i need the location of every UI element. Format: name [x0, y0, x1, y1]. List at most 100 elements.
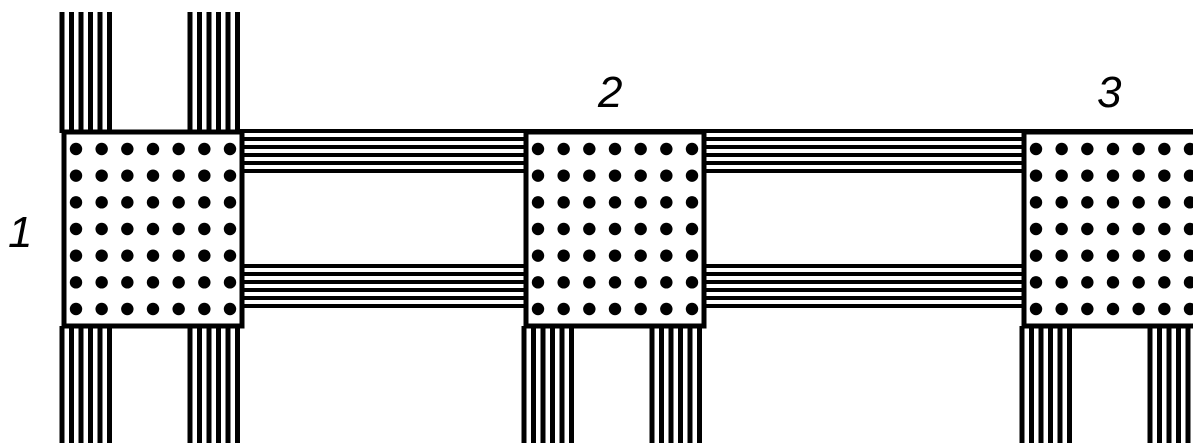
block-1 [61, 129, 245, 329]
block-2-dot [583, 302, 596, 316]
block-layer [61, 129, 1193, 329]
block-3-dot [1106, 276, 1120, 289]
block-2-dot [685, 169, 699, 182]
block-3-dot [1106, 142, 1120, 156]
block-3-dot [1029, 196, 1043, 209]
block-2-dot [531, 196, 545, 209]
block-3-dot [1029, 169, 1043, 182]
block-3-dot [1081, 169, 1094, 182]
block-3 [1021, 129, 1193, 329]
block-3-dot [1158, 222, 1171, 236]
block-2-dot [583, 222, 596, 236]
block-2-dot [634, 222, 647, 236]
block-1-dot [146, 276, 160, 289]
block-2-dot [660, 169, 673, 182]
block-2-dot [634, 196, 647, 209]
block-3-dot [1132, 222, 1145, 236]
block-3-dot [1158, 196, 1171, 209]
block-2-dot [608, 169, 622, 182]
block-1-dot [121, 196, 134, 209]
block-1-dot [172, 169, 185, 182]
label-1: 1 [8, 208, 32, 257]
block-1-dot [121, 302, 134, 316]
block-2-dot [685, 276, 699, 289]
block-2-dot [634, 249, 647, 262]
block-2-dot [531, 276, 545, 289]
block-1-dot [198, 142, 211, 156]
post-layer [59, 12, 1191, 443]
block-1-dot [121, 142, 134, 156]
block-2-dot [608, 222, 622, 236]
block-1-dot [95, 196, 108, 209]
label-3: 3 [1097, 68, 1122, 117]
block-1-dot [69, 142, 83, 156]
block-3-dot [1081, 249, 1094, 262]
block-2-dot [660, 196, 673, 209]
block-2-dot [531, 222, 545, 236]
block-1-dot [121, 222, 134, 236]
block-1-dot [146, 222, 160, 236]
block-3-dot [1183, 249, 1193, 262]
block-3-dot [1132, 142, 1145, 156]
block-1-dot [69, 249, 83, 262]
block-2-dot [583, 249, 596, 262]
block-2-dot [660, 276, 673, 289]
block-1-dot [95, 142, 108, 156]
post-bottom-2a [521, 326, 574, 443]
block-3-dot [1081, 302, 1094, 316]
block-1-dot [146, 302, 160, 316]
label-2: 2 [597, 68, 622, 117]
block-3-dot [1183, 196, 1193, 209]
block-2-dot [583, 276, 596, 289]
block-2-dot [531, 249, 545, 262]
block-3-dot [1029, 302, 1043, 316]
block-1-dot [223, 276, 237, 289]
block-2-dot [557, 169, 570, 182]
block-2-dot [608, 196, 622, 209]
block-2-dot [557, 196, 570, 209]
block-2-dot [685, 222, 699, 236]
block-1-dot [69, 276, 83, 289]
block-1-dot [172, 302, 185, 316]
block-2-dot [660, 302, 673, 316]
block-3-dot [1183, 169, 1193, 182]
block-3-dot [1029, 276, 1043, 289]
block-3-dot [1183, 142, 1193, 156]
block-3-dot [1158, 142, 1171, 156]
post-bottom-2b [649, 326, 702, 443]
block-2-dot [660, 222, 673, 236]
block-2-dot [660, 249, 673, 262]
block-2-dot [531, 302, 545, 316]
block-3-dot [1055, 276, 1068, 289]
block-1-dot [95, 169, 108, 182]
block-1-dot [223, 169, 237, 182]
block-2-dot [531, 169, 545, 182]
block-3-dot [1106, 222, 1120, 236]
block-2-dot [583, 169, 596, 182]
block-3-dot [1183, 222, 1193, 236]
block-3-dot [1055, 142, 1068, 156]
block-1-dot [146, 169, 160, 182]
block-1-dot [198, 196, 211, 209]
block-3-dot [1132, 196, 1145, 209]
block-1-dot [223, 142, 237, 156]
block-3-dot [1158, 249, 1171, 262]
block-1-dot [146, 142, 160, 156]
block-1-dot [172, 276, 185, 289]
post-top-left-a [59, 12, 112, 133]
block-3-dot [1106, 249, 1120, 262]
block-3-dot [1081, 276, 1094, 289]
block-1-dot [172, 222, 185, 236]
block-3-dot [1132, 302, 1145, 316]
block-2-dot [583, 196, 596, 209]
block-2-dot [634, 302, 647, 316]
block-2-dot [531, 142, 545, 156]
block-3-dot [1106, 169, 1120, 182]
block-3-dot [1029, 249, 1043, 262]
block-2-dot [685, 142, 699, 156]
block-1-dot [223, 302, 237, 316]
block-1-dot [95, 302, 108, 316]
block-3-dot [1055, 196, 1068, 209]
block-1-dot [95, 276, 108, 289]
